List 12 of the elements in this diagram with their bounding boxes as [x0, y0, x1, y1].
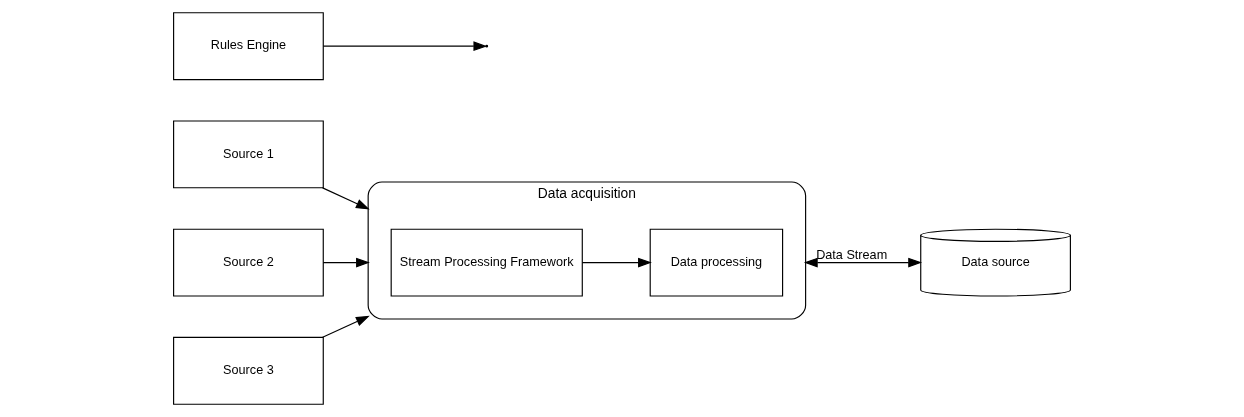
node-box: Source 2 — [173, 228, 324, 297]
node-box: Stream Processing Framework — [390, 228, 583, 297]
node-box: Rules Engine — [173, 12, 324, 81]
arrow — [322, 257, 370, 268]
node-box: Source 1 — [173, 120, 324, 189]
node-box: Source 3 — [173, 336, 324, 405]
edge-label: Data Stream — [816, 247, 888, 262]
node-box: Data processing — [649, 228, 784, 297]
arrow — [322, 315, 370, 338]
arrow — [803, 257, 923, 268]
arrow — [581, 257, 652, 268]
arrow — [322, 187, 370, 210]
